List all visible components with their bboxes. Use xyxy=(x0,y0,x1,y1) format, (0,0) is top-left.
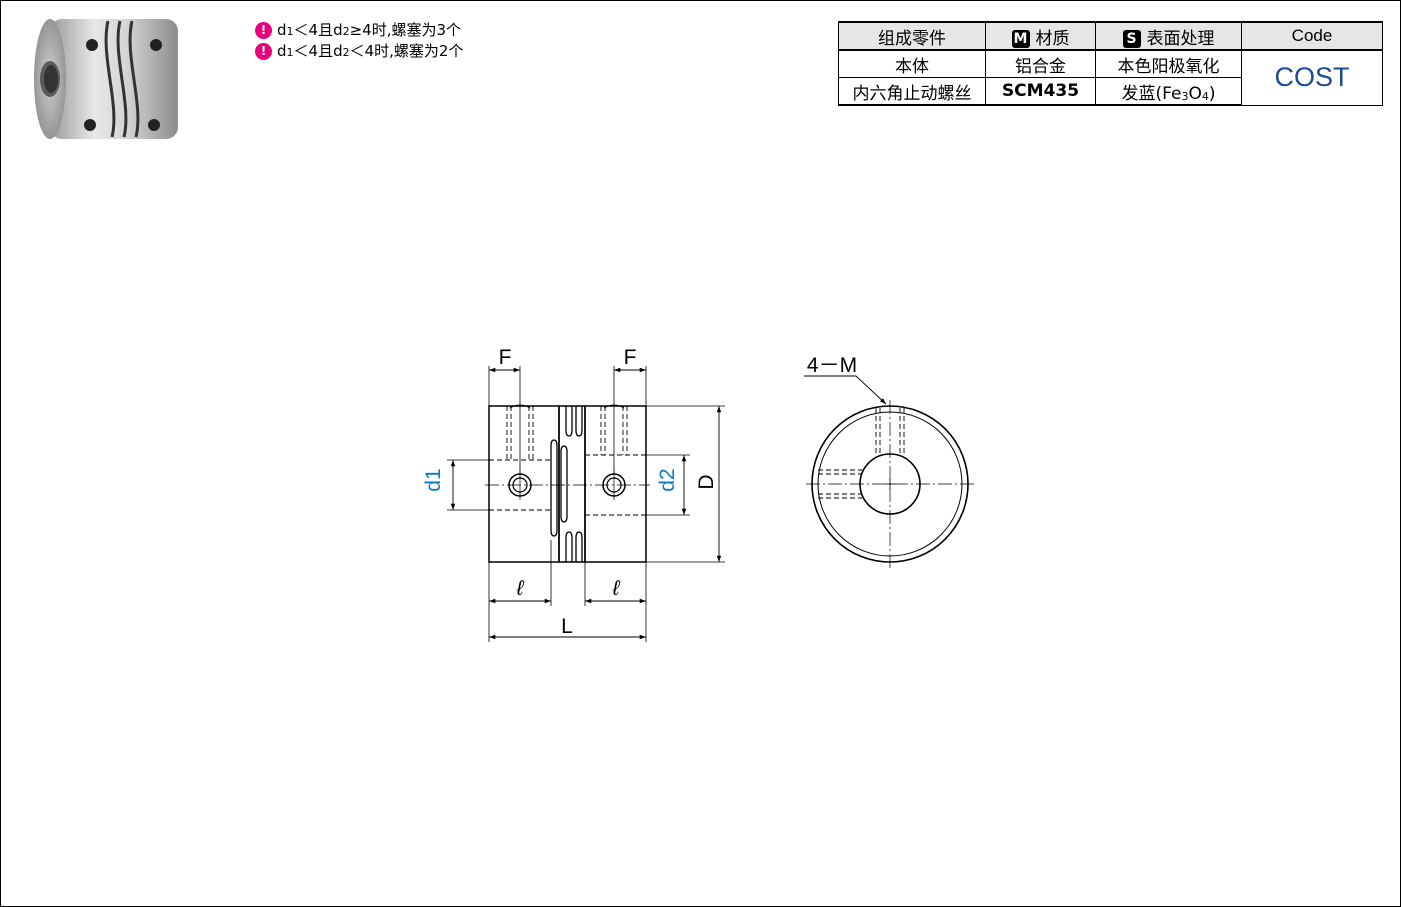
material-cell: 铝合金 xyxy=(985,49,1096,78)
surface-cell: 本色阳极氧化 xyxy=(1095,49,1242,78)
product-photo xyxy=(34,19,178,139)
spec-row-body: 本体 铝合金 本色阳极氧化 COST xyxy=(838,49,1383,106)
material-cell: SCM435 xyxy=(985,77,1096,106)
header-code: Code xyxy=(1241,21,1383,51)
spec-row-screw: 内六角止动螺丝 SCM435 发蓝(Fe3O4) xyxy=(838,77,1383,106)
alert-icon: ! xyxy=(255,22,272,39)
surface-badge-icon: S xyxy=(1122,29,1141,48)
material-badge-icon: M xyxy=(1011,29,1030,48)
code-value: COST xyxy=(1241,49,1383,106)
alert-icon: ! xyxy=(255,43,272,60)
part-cell: 本体 xyxy=(838,49,986,78)
header-part: 组成零件 xyxy=(838,21,986,51)
surface-cell: 发蓝(Fe3O4) xyxy=(1095,77,1242,106)
part-cell: 内六角止动螺丝 xyxy=(838,77,986,106)
